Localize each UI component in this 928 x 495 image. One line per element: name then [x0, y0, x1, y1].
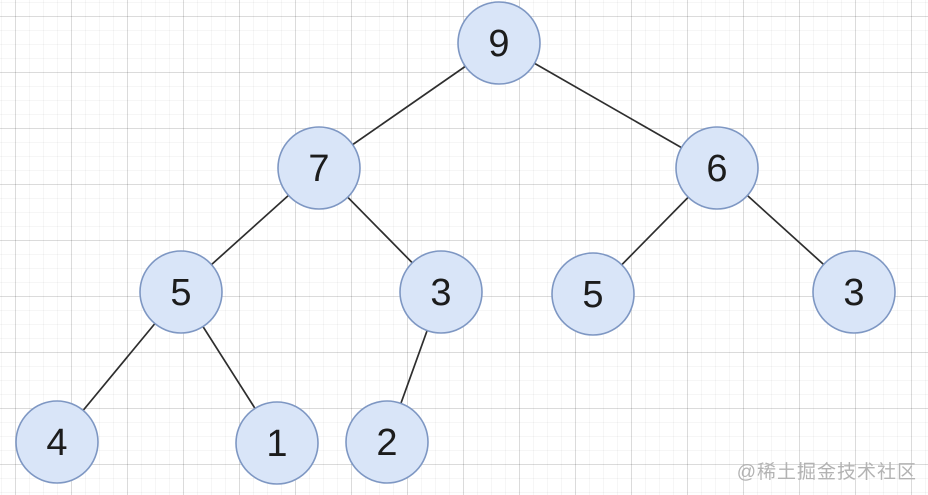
node-circle	[812, 250, 896, 334]
tree-node-RR: 3	[812, 250, 896, 334]
node-label: 5	[582, 274, 603, 316]
tree-edge-root-R	[498, 42, 718, 169]
tree-node-R: 6	[675, 126, 759, 210]
node-label: 3	[843, 272, 864, 314]
edge-layer	[56, 42, 855, 444]
node-label: 1	[266, 423, 287, 465]
node-label: 4	[46, 422, 67, 464]
node-label: 6	[706, 148, 727, 190]
node-circle	[139, 250, 223, 334]
node-label: 7	[308, 148, 329, 190]
node-circle	[277, 126, 361, 210]
tree-node-LLR: 1	[235, 401, 319, 485]
node-circle	[675, 126, 759, 210]
tree-node-L: 7	[277, 126, 361, 210]
node-circle	[551, 252, 635, 336]
node-circle	[457, 1, 541, 85]
tree-node-RL: 5	[551, 252, 635, 336]
node-circle	[235, 401, 319, 485]
node-layer: 9 7 6 5 3 5 3 4 1 2	[15, 1, 896, 485]
tree-node-LR: 3	[399, 250, 483, 334]
node-label: 9	[488, 23, 509, 65]
node-circle	[15, 400, 99, 484]
node-label: 2	[376, 422, 397, 464]
node-label: 3	[430, 272, 451, 314]
tree-node-root: 9	[457, 1, 541, 85]
tree-node-LL: 5	[139, 250, 223, 334]
node-label: 5	[170, 272, 191, 314]
watermark: @稀土掘金技术社区	[736, 462, 917, 483]
tree-node-LRL: 2	[345, 400, 429, 484]
tree-node-LLL: 4	[15, 400, 99, 484]
node-circle	[399, 250, 483, 334]
node-circle	[345, 400, 429, 484]
